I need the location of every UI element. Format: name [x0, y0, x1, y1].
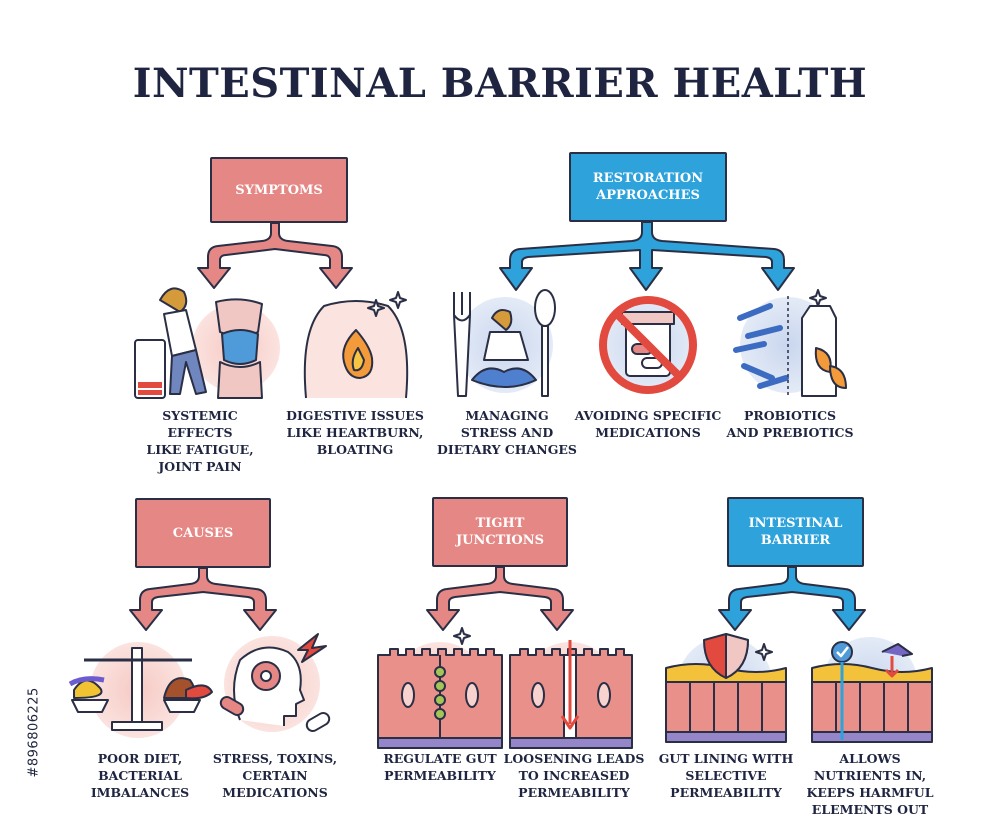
restoration-label-medications: AVOIDING SPECIFIC MEDICATIONS: [574, 408, 722, 440]
restoration-heading: RESTORATION APPROACHES: [569, 152, 727, 222]
restoration-label-stress: MANAGING STRESS AND DIETARY CHANGES: [437, 408, 577, 457]
junction-label-regulate: REGULATE GUT PERMEABILITY: [383, 751, 497, 783]
symptoms-arrows: [197, 222, 353, 289]
restoration-label-probiotics: PROBIOTICS AND PREBIOTICS: [726, 408, 854, 440]
nutrient-absorption-icon: [811, 637, 933, 743]
causes-heading: CAUSES: [135, 498, 271, 568]
symptoms-heading: SYMPTOMS: [210, 157, 348, 223]
restoration-arrows: [499, 221, 795, 291]
barrier-label-nutrients: ALLOWS NUTRIENTS IN, KEEPS HARMFUL ELEME…: [806, 751, 934, 817]
tight-junctions-heading: TIGHT JUNCTIONS: [432, 497, 568, 567]
tight-junction-cells-icon: [377, 627, 503, 749]
symptom-label-systemic: SYSTEMIC EFFECTS LIKE FATIGUE, JOINT PAI…: [146, 408, 254, 474]
intestinal-barrier-heading: INTESTINAL BARRIER: [727, 497, 864, 567]
fatigue-joint-pain-icon: [134, 287, 280, 399]
barrier-label-lining: GUT LINING WITH SELECTIVE PERMEABILITY: [658, 751, 794, 800]
junction-label-loosening: LOOSENING LEADS TO INCREASED PERMEABILIT…: [503, 751, 645, 800]
probiotics-icon: [733, 289, 847, 398]
balance-scale-icon: [68, 642, 213, 738]
stress-head-icon: [219, 633, 331, 732]
intestinal-barrier-arrows: [718, 566, 866, 631]
loosened-junction-icon: [509, 640, 633, 749]
cause-label-stress: STRESS, TOXINS, CERTAIN MEDICATIONS: [212, 751, 338, 800]
causes-arrows: [129, 567, 277, 631]
cause-label-diet: POOR DIET, BACTERIAL IMBALANCES: [90, 751, 190, 800]
no-medication-icon: [599, 296, 697, 394]
page-title: INTESTINAL BARRIER HEALTH: [132, 60, 868, 107]
heartburn-icon: [303, 291, 409, 399]
stock-image-id: #896806225: [26, 687, 42, 778]
tight-junctions-arrows: [426, 566, 574, 631]
symptom-label-digestive: DIGESTIVE ISSUES LIKE HEARTBURN, BLOATIN…: [286, 408, 424, 457]
gut-lining-shield-icon: [665, 633, 787, 743]
meditation-icon: [453, 289, 556, 397]
